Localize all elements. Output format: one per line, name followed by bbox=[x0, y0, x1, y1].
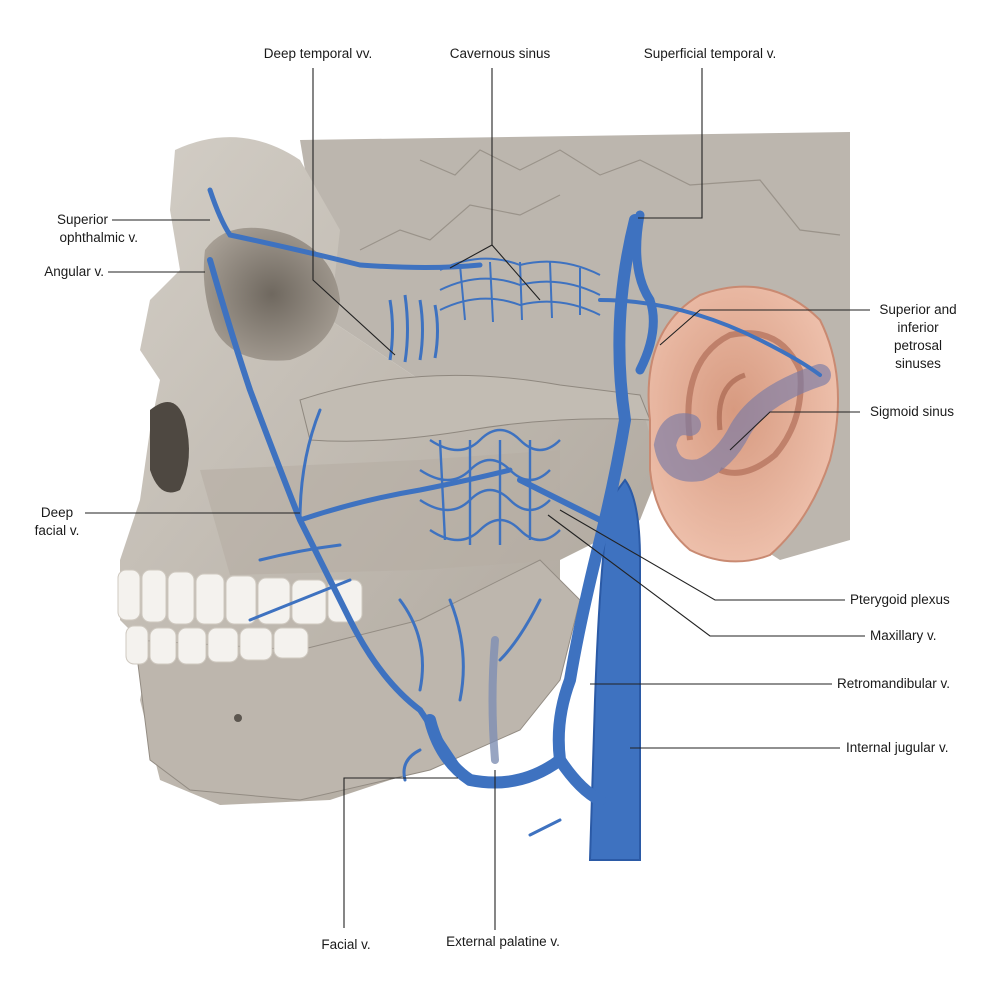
facial-vein bbox=[207, 257, 463, 773]
label-angular-vein: Angular v. bbox=[44, 264, 104, 279]
label-deep-facial-line2: facial v. bbox=[34, 523, 80, 538]
label-pterygoid-plexus: Pterygoid plexus bbox=[850, 592, 950, 607]
superficial-temporal-vein bbox=[632, 210, 658, 375]
leader-lines bbox=[85, 68, 870, 930]
label-superficial-temporal-vein: Superficial temporal v. bbox=[643, 46, 777, 61]
vein-tributaries bbox=[248, 408, 562, 837]
deep-temporal-veins bbox=[388, 294, 439, 363]
cranial-suture bbox=[419, 149, 841, 236]
pterygoid-plexus bbox=[419, 428, 561, 545]
superior-ophthalmic-vein bbox=[207, 187, 483, 270]
label-facial-vein: Facial v. bbox=[321, 937, 371, 952]
orbit bbox=[203, 227, 340, 361]
label-deep-temporal-veins: Deep temporal vv. bbox=[263, 46, 373, 61]
label-petrosal-line1: Superior and bbox=[879, 302, 957, 317]
label-petrosal-line2: inferior bbox=[897, 320, 939, 335]
label-retromandibular-vein: Retromandibular v. bbox=[837, 676, 951, 691]
label-external-palatine-vein: External palatine v. bbox=[446, 934, 560, 949]
nasal-cavity bbox=[150, 402, 189, 493]
mandible bbox=[134, 559, 581, 801]
external-palatine-vein bbox=[488, 636, 499, 764]
label-superior-ophthalmic-line1: Superior bbox=[56, 212, 108, 227]
label-cavernous-sinus: Cavernous sinus bbox=[449, 46, 551, 61]
label-maxillary-vein: Maxillary v. bbox=[870, 628, 937, 643]
label-petrosal-line4: sinuses bbox=[895, 356, 941, 371]
cranial-suture bbox=[359, 194, 561, 251]
sigmoid-sinus bbox=[653, 364, 831, 482]
label-internal-jugular-vein: Internal jugular v. bbox=[846, 740, 949, 755]
petrosal-sinuses bbox=[598, 298, 822, 377]
label-superior-ophthalmic-line2: ophthalmic v. bbox=[59, 230, 138, 245]
label-petrosal-line3: petrosal bbox=[893, 338, 943, 353]
deep-facial-vein bbox=[297, 467, 513, 523]
retromandibular-vein-lower bbox=[424, 714, 566, 789]
maxillary-vein bbox=[517, 477, 617, 563]
label-sigmoid-sinus: Sigmoid sinus bbox=[870, 404, 955, 419]
cavernous-sinus bbox=[439, 257, 601, 323]
label-deep-facial-line1: Deep bbox=[40, 505, 74, 520]
mental-foramen bbox=[234, 714, 242, 722]
zygomatic-arch bbox=[299, 374, 651, 442]
